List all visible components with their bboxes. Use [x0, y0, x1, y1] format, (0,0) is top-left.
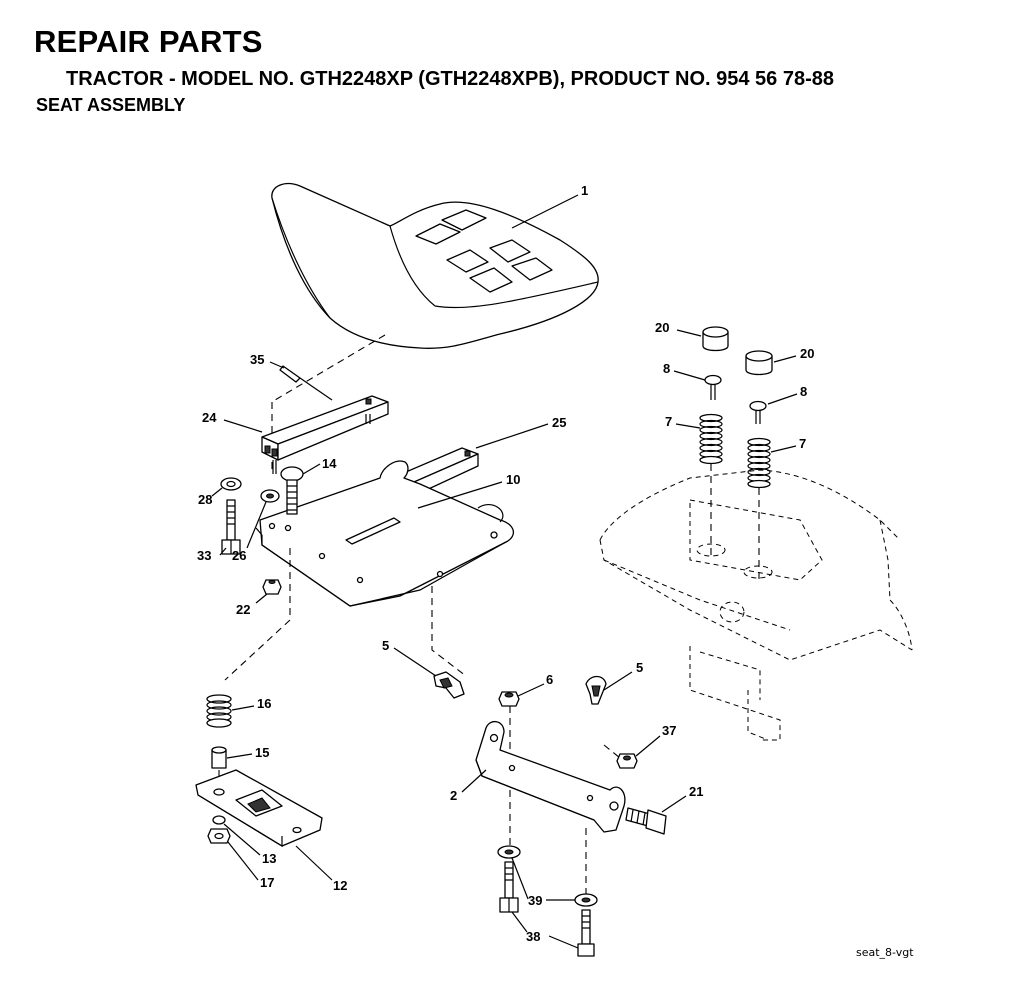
clip-5-right	[585, 675, 607, 705]
callout-28: 28	[198, 492, 212, 507]
callout-5-left: 5	[382, 638, 389, 653]
spring-16	[206, 694, 232, 728]
callout-25: 25	[552, 415, 566, 430]
nut-17	[207, 828, 231, 844]
callout-16: 16	[257, 696, 271, 711]
callout-26: 26	[232, 548, 246, 563]
callout-39: 39	[528, 893, 542, 908]
washer-39-right	[574, 893, 598, 907]
section-title: SEAT ASSEMBLY	[36, 95, 186, 115]
pin-35	[279, 365, 333, 401]
callout-15: 15	[255, 745, 269, 760]
bumper-20-left	[702, 326, 729, 352]
drawing-reference: seat_8-vgt	[856, 946, 914, 959]
washer-13	[212, 815, 226, 825]
screw-8-right	[749, 400, 767, 424]
callout-8-left: 8	[663, 361, 670, 376]
callout-10: 10	[506, 472, 520, 487]
callout-21: 21	[689, 784, 703, 799]
washer-39-left	[497, 845, 521, 859]
bumper-20-right	[745, 350, 773, 376]
callout-24: 24	[202, 410, 217, 425]
seat-rail-24	[261, 395, 389, 474]
leader-lines	[211, 194, 798, 949]
callout-37: 37	[662, 723, 676, 738]
callout-6: 6	[546, 672, 553, 687]
nut-22	[262, 579, 282, 595]
callout-17: 17	[260, 875, 274, 890]
callout-12: 12	[333, 878, 347, 893]
bracket-12	[195, 769, 323, 848]
callout-13: 13	[262, 851, 276, 866]
callout-22: 22	[236, 602, 250, 617]
shoulder-bolt-21	[625, 807, 667, 835]
seat-pan-10	[255, 460, 514, 607]
clip-5-left	[433, 671, 465, 699]
callout-7-right: 7	[799, 436, 806, 451]
hex-bolt-38-left	[499, 861, 519, 913]
callout-8-right: 8	[800, 384, 807, 399]
model-subtitle: TRACTOR - MODEL NO. GTH2248XP (GTH2248XP…	[66, 68, 834, 90]
callout-7-left: 7	[665, 414, 672, 429]
callout-1: 1	[581, 183, 588, 198]
page-title: REPAIR PARTS	[34, 24, 263, 59]
spring-7-left	[699, 413, 723, 465]
screw-8-left	[704, 374, 722, 400]
nut-6	[498, 691, 520, 707]
callout-38: 38	[526, 929, 540, 944]
callout-35: 35	[250, 352, 264, 367]
callout-5-right: 5	[636, 660, 643, 675]
washer-28	[220, 477, 242, 491]
fender-phantom	[599, 469, 913, 741]
spacer-15	[211, 746, 227, 769]
carriage-bolt-14	[280, 466, 304, 515]
callout-14: 14	[322, 456, 337, 471]
pivot-bracket-2	[475, 721, 626, 833]
nut-37	[616, 753, 638, 769]
callout-33: 33	[197, 548, 211, 563]
spring-7-right	[747, 437, 771, 489]
callout-2: 2	[450, 788, 457, 803]
washer-26	[260, 489, 280, 503]
callout-20-right: 20	[800, 346, 814, 361]
seat-part	[271, 183, 599, 349]
hex-bolt-38-right	[577, 909, 595, 957]
hex-bolt-33	[221, 499, 241, 555]
callout-20-left: 20	[655, 320, 669, 335]
